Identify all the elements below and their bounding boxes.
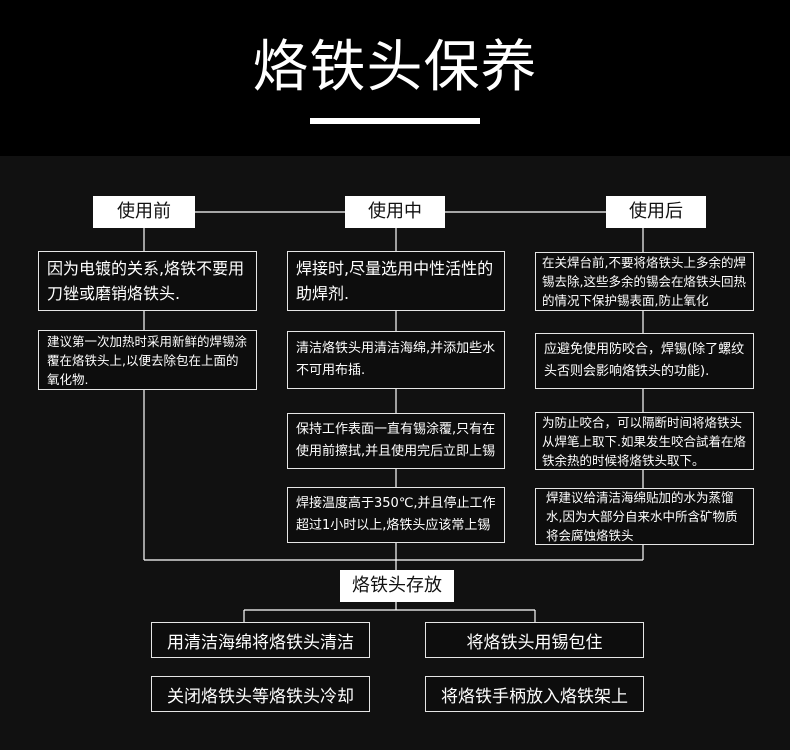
box-text: 焊接温度高于350℃,并且停止工作超过1小时以上,烙铁头应该常上锡 xyxy=(296,496,496,533)
during-use-box-1: 焊接时,尽量选用中性活性的助焊剂. xyxy=(287,251,505,311)
box-text: 关闭烙铁头等烙铁头冷却 xyxy=(167,686,354,707)
box-text: 因为电镀的关系,烙铁不要用刀锉或磨销烙铁头. xyxy=(47,259,245,303)
before-use-box-1: 因为电镀的关系,烙铁不要用刀锉或磨销烙铁头. xyxy=(38,251,257,311)
box-text: 在关焊台前,不要将烙铁头上多余的焊锡去除,这些多余的锡会在烙铁头回热的情况下保护… xyxy=(542,255,746,308)
storage-item-4: 将烙铁手柄放入烙铁架上 xyxy=(425,676,644,712)
storage-item-3: 关闭烙铁头等烙铁头冷却 xyxy=(151,676,370,712)
box-text: 用清洁海绵将烙铁头清洁 xyxy=(167,632,354,653)
after-use-box-1: 在关焊台前,不要将烙铁头上多余的焊锡去除,这些多余的锡会在烙铁头回热的情况下保护… xyxy=(535,252,754,311)
header-banner: 烙铁头保养 xyxy=(0,0,790,156)
box-text: 应避免使用防咬合，焊锡(除了螺纹头否则会影响烙铁头的功能). xyxy=(544,342,745,379)
tab-storage: 烙铁头存放 xyxy=(340,570,454,602)
box-text: 为防止咬合，可以隔断时间将烙铁头从焊笔上取下.如果发生咬合試着在烙铁余热的时候将… xyxy=(542,414,746,468)
box-text: 清洁烙铁头用清洁海绵,并添加些水不可用布插. xyxy=(296,341,496,378)
box-text: 焊建议给清洁海绵贴加的水为蒸馏水,因为大部分自来水中所含矿物质将会腐蚀烙铁头 xyxy=(546,490,738,543)
tab-during-use: 使用中 xyxy=(345,196,445,228)
after-use-box-3: 为防止咬合，可以隔断时间将烙铁头从焊笔上取下.如果发生咬合試着在烙铁余热的时候将… xyxy=(535,412,754,470)
after-use-box-2: 应避免使用防咬合，焊锡(除了螺纹头否则会影响烙铁头的功能). xyxy=(535,333,754,389)
box-text: 建议第一次加热时采用新鲜的焊锡涂覆在烙铁头上,以便去除包在上面的氧化物. xyxy=(47,333,248,387)
title-underline xyxy=(310,118,480,124)
box-text: 焊接时,尽量选用中性活性的助焊剂. xyxy=(296,259,494,303)
tab-before-use: 使用前 xyxy=(93,196,195,228)
box-text: 将烙铁手柄放入烙铁架上 xyxy=(441,686,628,707)
during-use-box-4: 焊接温度高于350℃,并且停止工作超过1小时以上,烙铁头应该常上锡 xyxy=(287,487,505,543)
tab-after-use: 使用后 xyxy=(606,196,706,228)
during-use-box-2: 清洁烙铁头用清洁海绵,并添加些水不可用布插. xyxy=(287,331,505,389)
during-use-box-3: 保持工作表面一直有锡涂覆,只有在使用前擦拭,并且使用完后立即上锡 xyxy=(287,413,505,469)
before-use-box-2: 建议第一次加热时采用新鲜的焊锡涂覆在烙铁头上,以便去除包在上面的氧化物. xyxy=(38,330,257,390)
storage-item-2: 将烙铁头用锡包住 xyxy=(425,622,644,658)
page-title: 烙铁头保养 xyxy=(252,35,538,100)
box-text: 保持工作表面一直有锡涂覆,只有在使用前擦拭,并且使用完后立即上锡 xyxy=(296,422,496,459)
storage-item-1: 用清洁海绵将烙铁头清洁 xyxy=(151,622,370,658)
after-use-box-4: 焊建议给清洁海绵贴加的水为蒸馏水,因为大部分自来水中所含矿物质将会腐蚀烙铁头 xyxy=(535,488,754,545)
box-text: 将烙铁头用锡包住 xyxy=(466,632,603,653)
